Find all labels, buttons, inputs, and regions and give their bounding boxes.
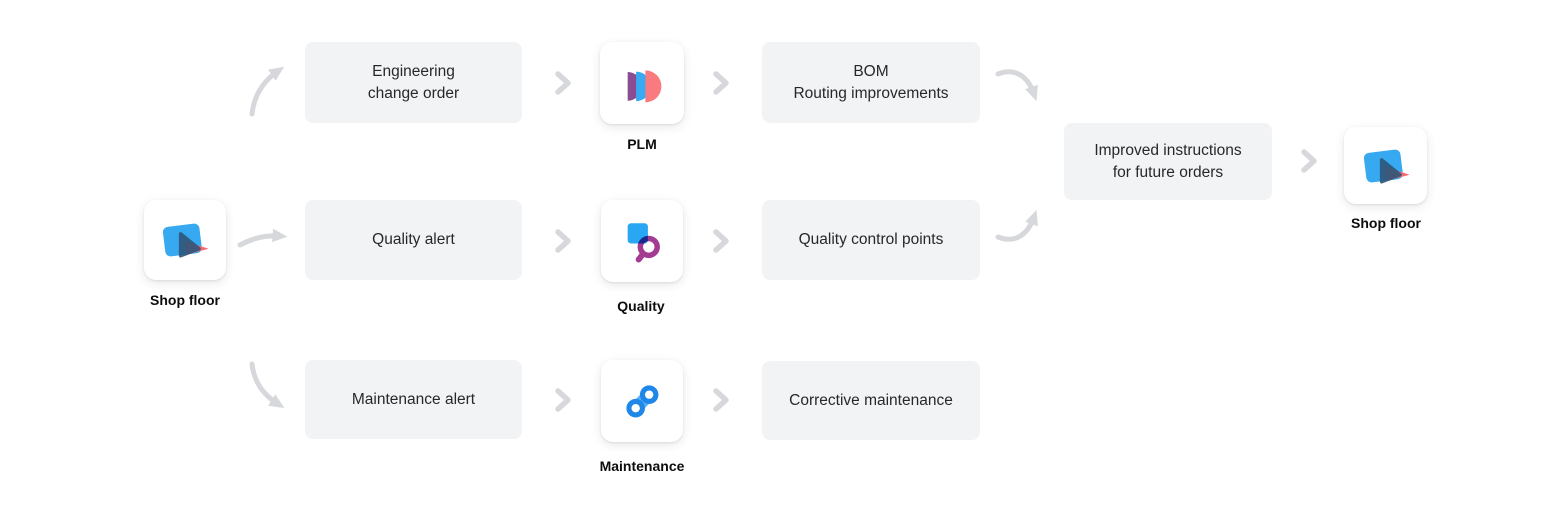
flow-box-text: Quality alert — [372, 231, 455, 249]
app-card-maintenance — [601, 360, 683, 442]
app-card-shop-floor-end — [1344, 127, 1427, 204]
app-label-shop-floor-end: Shop floor — [1351, 215, 1421, 231]
quality-icon — [627, 223, 660, 263]
curved-arrow-up-right-icon — [249, 66, 285, 117]
app-card-plm — [600, 42, 684, 124]
shop-floor-icon — [162, 223, 209, 258]
flow-box-text: Engineering change order — [367, 63, 460, 102]
flow-box-corrective-maintenance: Corrective maintenance — [762, 361, 980, 440]
flow-box-text: Quality control points — [798, 231, 944, 249]
app-label-maintenance: Maintenance — [599, 458, 685, 474]
maintenance-icon — [626, 385, 659, 418]
flow-box-text: BOM Routing improvements — [793, 63, 949, 102]
flow-box-quality-alert: Quality alert — [305, 200, 522, 280]
chevron-right-icon — [555, 388, 571, 412]
chevron-right-icon — [713, 71, 729, 95]
flow-box-maintenance-alert: Maintenance alert — [305, 360, 522, 439]
flow-box-text: Improved instructions for future orders — [1094, 142, 1242, 181]
chevron-right-icon — [555, 229, 571, 253]
flow-box-text: Maintenance alert — [351, 390, 476, 408]
chevron-right-icon — [713, 229, 729, 253]
shop-floor-icon — [1363, 149, 1410, 183]
app-card-quality — [601, 200, 683, 282]
flow-box-quality-control-points: Quality control points — [762, 200, 980, 280]
app-label-shop-floor-start: Shop floor — [150, 292, 220, 308]
flow-box-engineering-change-order: Engineering change order — [305, 42, 522, 123]
merge-arrow-down-right-icon — [995, 69, 1038, 102]
plm-icon — [627, 70, 662, 103]
flow-box-text: Corrective maintenance — [789, 391, 953, 409]
merge-arrow-up-right-icon — [995, 209, 1038, 242]
chevron-right-icon — [1301, 149, 1317, 173]
app-label-quality: Quality — [617, 298, 665, 314]
straight-arrow-right-icon — [237, 228, 288, 248]
app-card-shop-floor-start — [144, 200, 226, 280]
chevron-right-icon — [713, 388, 729, 412]
flow-box-bom-routing-improvements: BOM Routing improvements — [762, 42, 980, 123]
chevron-right-icon — [555, 71, 571, 95]
flow-box-improved-instructions: Improved instructions for future orders — [1064, 123, 1272, 200]
curved-arrow-down-right-icon — [249, 361, 285, 408]
app-label-plm: PLM — [627, 136, 657, 152]
